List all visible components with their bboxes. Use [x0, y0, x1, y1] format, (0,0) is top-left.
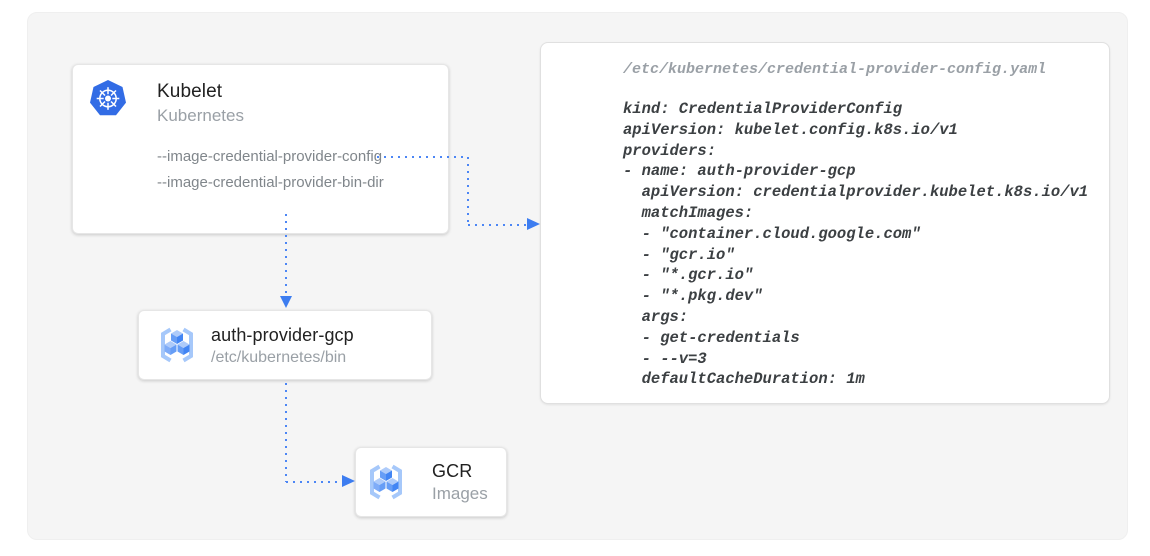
arrow-auth-provider-to-gcr-segment-1 [285, 383, 287, 482]
arrow-kubelet-to-auth-provider-head [280, 296, 292, 308]
kubelet-card: Kubelet Kubernetes --image-credential-pr… [72, 64, 449, 234]
config-file-path: /etc/kubernetes/credential-provider-conf… [623, 61, 1047, 78]
auth-provider-card-subtitle: /etc/kubernetes/bin [211, 348, 347, 366]
kubelet-card-title: Kubelet [157, 81, 223, 102]
container-registry-icon [157, 325, 197, 365]
arrow-kubelet-to-auth-provider-segment [285, 214, 287, 296]
arrow-config-to-yaml-segment-2 [467, 157, 469, 225]
arrow-config-to-yaml-head [527, 218, 540, 230]
kubelet-card-subtitle: Kubernetes [157, 106, 244, 125]
kubernetes-icon [89, 79, 127, 117]
arrow-auth-provider-to-gcr-segment-2 [286, 481, 343, 483]
gcr-card-title: GCR [432, 461, 473, 481]
flag-image-credential-provider-config: --image-credential-provider-config [157, 148, 383, 165]
arrow-config-to-yaml-segment-3 [468, 224, 528, 226]
kubelet-flags: --image-credential-provider-config --ima… [157, 144, 384, 196]
arrow-config-to-yaml-segment-1 [377, 156, 468, 158]
gcr-card: GCR Images [355, 447, 507, 517]
auth-provider-card-title: auth-provider-gcp [211, 324, 354, 345]
gcr-icon [366, 462, 406, 502]
flag-image-credential-provider-bin-dir: --image-credential-provider-bin-dir [157, 174, 384, 191]
arrow-auth-provider-to-gcr-head [342, 475, 355, 487]
auth-provider-gcp-card: auth-provider-gcp /etc/kubernetes/bin [138, 310, 432, 380]
credential-provider-config-panel: /etc/kubernetes/credential-provider-conf… [540, 42, 1110, 404]
gcr-card-subtitle: Images [432, 484, 488, 503]
config-yaml-content: kind: CredentialProviderConfig apiVersio… [623, 100, 1089, 389]
